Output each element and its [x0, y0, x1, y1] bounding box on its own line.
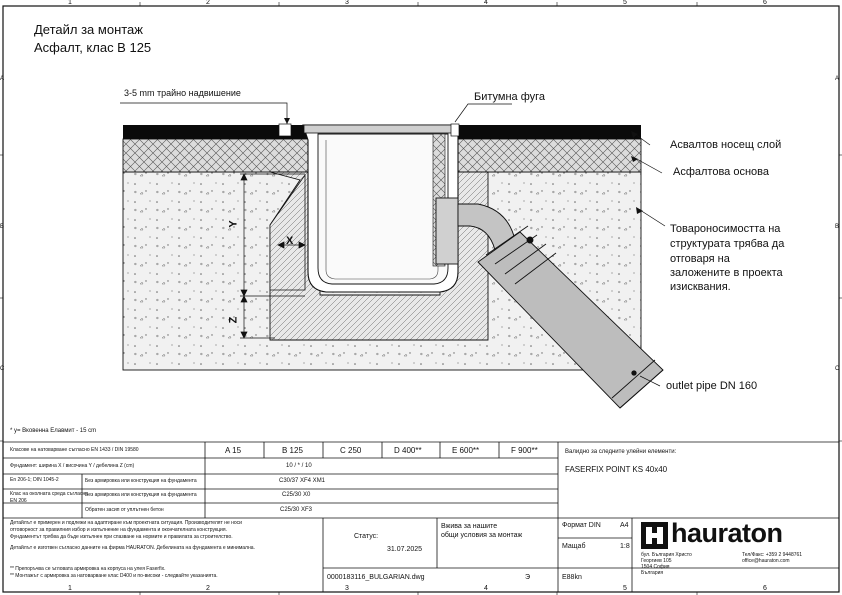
- class-e600: E 600**: [452, 446, 480, 455]
- company-address-1: бул. България Христо: [641, 552, 692, 558]
- concrete-row-3-label: Обратен засип от уплътнен бетон: [85, 507, 164, 513]
- foundation-label: Фундамент: ширина X / височина Y / дебел…: [10, 463, 135, 469]
- callout-asphalt-base: Асфалтова основа: [673, 166, 769, 178]
- leader-lines: [120, 102, 666, 387]
- callout-asphalt-layer: Асвалтов носещ слой: [670, 139, 782, 151]
- company-address-4: България: [641, 570, 664, 576]
- col-marker-6: 6: [763, 0, 767, 6]
- valid-for-label: Валидно за следните улейни елементи:: [565, 449, 677, 455]
- row-marker-right-c: C: [835, 366, 840, 372]
- standards-label: En 206-1; DIN 1045-2: [10, 477, 59, 483]
- environment-class-norm: EN 206: [10, 498, 27, 504]
- drawn-by: E88kn: [562, 574, 582, 581]
- drawing-subtitle: Асфалт, клас В 125: [34, 40, 152, 55]
- valid-conditions-line-2: общи условия за монтаж: [441, 532, 523, 539]
- hauraton-logo-mark: [641, 522, 668, 549]
- company-address-2: Георгиев 105: [641, 558, 672, 564]
- col-marker-4: 4: [484, 0, 488, 6]
- scale-label: Мащаб: [562, 543, 586, 550]
- status-label: Статус:: [354, 533, 379, 540]
- outlet-pipe: [435, 197, 664, 409]
- company-email: office@hauraton.com: [742, 558, 790, 564]
- callout-load-capacity-5: изисквания.: [670, 281, 731, 293]
- col-marker-bottom-6: 6: [763, 585, 767, 592]
- note-line-6: ** Монтажът с армировка за натоварване к…: [10, 573, 218, 579]
- load-classes-label: Класове на натоварване съгласно EN 1433 …: [10, 447, 139, 453]
- col-marker-bottom-4: 4: [484, 585, 488, 592]
- callout-load-capacity-2: структурата трябва да: [670, 238, 785, 250]
- drawing-title: Детайл за монтаж: [34, 22, 143, 37]
- note-line-3: Фундаментът трябва да бъде изпълнен при …: [10, 534, 233, 540]
- row-marker-b: B: [0, 224, 5, 230]
- format-label: Формат DIN: [562, 522, 601, 529]
- concrete-row-2-value: C25/30 X0: [282, 492, 311, 498]
- company-phone: Тел/Факс: +359 2 9448761: [742, 552, 803, 558]
- drawing-frame: [2, 5, 840, 593]
- dimension-lines: [240, 173, 306, 339]
- scale-value: 1:8: [620, 543, 630, 550]
- environment-class-label: Клас на околната среда съгласно: [10, 491, 88, 497]
- foundation-value: 10 / * / 10: [286, 463, 312, 469]
- class-b125: B 125: [282, 446, 303, 455]
- concrete-row-1-value: C30/37 XF4 XM1: [279, 478, 326, 484]
- date-value: 31.07.2025: [387, 546, 423, 553]
- note-line-1: Детайлът е примерен и подлежи на адаптир…: [10, 520, 242, 526]
- col-marker-bottom-5: 5: [623, 585, 627, 592]
- class-a15: A 15: [225, 446, 242, 455]
- col-marker-1: 1: [68, 0, 72, 6]
- revision: Э: [525, 574, 531, 581]
- col-marker-bottom-2: 2: [206, 585, 210, 592]
- company-address-3: 1504 София: [641, 564, 670, 570]
- callout-elevation: 3-5 mm трайно надвишение: [124, 88, 241, 98]
- col-marker-3: 3: [345, 0, 349, 6]
- callout-load-capacity-3: отговаря на: [670, 253, 730, 265]
- col-marker-5: 5: [623, 0, 627, 6]
- class-f900: F 900**: [511, 446, 538, 455]
- note-line-4: Детайлът е изготвен съгласно данните на …: [10, 545, 255, 551]
- concrete-row-2-label: Без армировка или конструкция на фундаме…: [85, 492, 197, 498]
- callout-load-capacity-4: заложените в проекта: [670, 267, 783, 279]
- row-marker-right-a: A: [835, 76, 840, 82]
- product-name: FASERFIX POINT KS 40x40: [565, 465, 668, 474]
- callout-bitumen-joint: Битумна фуга: [474, 91, 546, 103]
- note-line-2: отговорност за правилния избор и изпълне…: [10, 527, 227, 533]
- valid-conditions-line-1: Вжива за нашите: [441, 523, 498, 530]
- col-marker-2: 2: [206, 0, 210, 6]
- hauraton-logo-text: hauraton: [671, 518, 783, 548]
- file-name: 0000183116_BULGARIAN.dwg: [327, 574, 425, 581]
- dimension-x-label: X: [286, 235, 294, 247]
- callout-outlet-pipe: outlet pipe DN 160: [666, 380, 758, 392]
- dimension-y-label: Y: [227, 220, 240, 228]
- class-d400: D 400**: [394, 446, 422, 455]
- note-line-5: ** Препоръчва се ъгловата армировка на к…: [10, 566, 166, 572]
- concrete-row-3-value: C25/30 XF3: [280, 507, 313, 513]
- footnote: * y= Вковенна Eлавмит - 15 cm: [10, 428, 97, 434]
- dimension-z-label: Z: [227, 316, 240, 324]
- format-value: A4: [620, 522, 629, 529]
- row-marker-right-b: B: [835, 224, 840, 230]
- col-marker-bottom-3: 3: [345, 585, 349, 592]
- row-marker-c: C: [0, 366, 5, 372]
- concrete-row-1-label: Без армировка или конструкция на фундаме…: [85, 478, 197, 484]
- channel-grate: [303, 124, 455, 134]
- row-marker-a: A: [0, 76, 5, 82]
- title-block: [3, 441, 839, 592]
- col-marker-bottom-1: 1: [68, 585, 72, 592]
- class-c250: C 250: [340, 446, 362, 455]
- callout-load-capacity-1: Товароносимостта на: [670, 223, 781, 235]
